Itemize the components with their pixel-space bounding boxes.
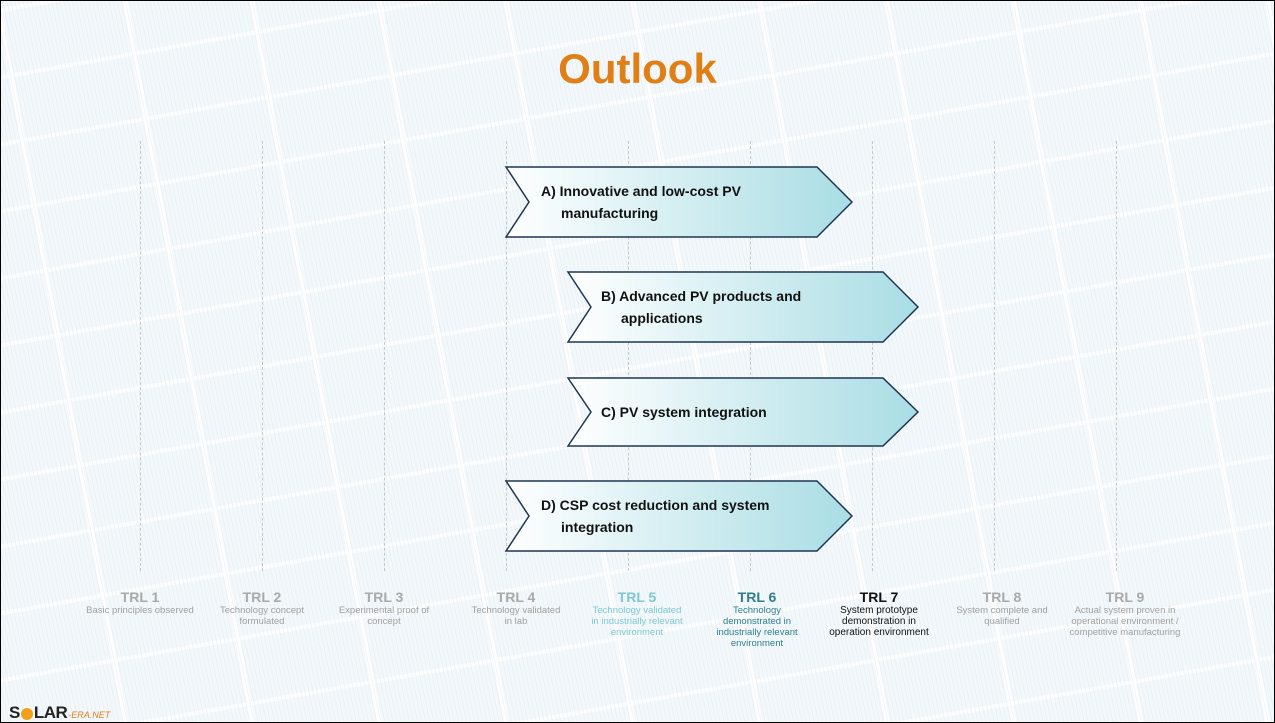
trl-6-desc-line: environment (730, 638, 784, 649)
trl-9-desc-line: competitive manufacturing (1069, 627, 1181, 638)
logo-suffix: -ERA.NET (68, 710, 111, 720)
trl-8-desc-line: System complete and (956, 605, 1048, 616)
arrow-b: B) Advanced PV products and applications (566, 271, 920, 343)
trl-1-desc-line: Basic principles observed (86, 605, 194, 616)
arrow-d-shape (504, 480, 854, 552)
trl-7-desc-line: demonstration in (842, 616, 916, 627)
trl-5: TRL 5 Technology validated in industrial… (572, 589, 702, 638)
trl-9: TRL 9 Actual system proven in operationa… (1060, 589, 1190, 638)
logo-text-lar: LAR (33, 703, 68, 722)
trl-9-desc-line: Actual system proven in (1074, 605, 1176, 616)
logo-text-s: S (9, 703, 20, 722)
trl-8-desc: System complete and qualified (937, 605, 1067, 627)
trl-6-desc-line: Technology (732, 605, 782, 616)
trl-7: TRL 7 System prototype demonstration in … (814, 589, 944, 638)
arrow-a-line1: A) Innovative and low-cost PV (541, 183, 741, 199)
trl-2: TRL 2 Technology concept formulated (197, 589, 327, 627)
trl-1: TRL 1 Basic principles observed (75, 589, 205, 616)
trl-6-desc-line: industrially relevant (716, 627, 798, 638)
gridline-trl-9 (1116, 141, 1117, 571)
trl-5-desc: Technology validated in industrially rel… (572, 605, 702, 638)
gridline-trl-1 (140, 141, 141, 571)
gridline-trl-2 (262, 141, 263, 571)
gridline-trl-6 (750, 141, 751, 571)
arrow-c-shape (566, 377, 920, 447)
arrow-d: D) CSP cost reduction and system integra… (504, 480, 854, 552)
trl-3-desc: Experimental proof of concept (319, 605, 449, 627)
arrow-c-label: C) PV system integration (601, 401, 767, 423)
arrow-b-line2: applications (621, 310, 703, 326)
arrow-a-label: A) Innovative and low-cost PV manufactur… (541, 180, 741, 224)
trl-6-desc: Technology demonstrated in industrially … (692, 605, 822, 649)
trl-5-desc-line: Technology validated (592, 605, 682, 616)
trl-1-desc: Basic principles observed (75, 605, 205, 616)
trl-2-desc-line: formulated (239, 616, 285, 627)
trl-2-desc: Technology concept formulated (197, 605, 327, 627)
trl-3-desc-line: concept (367, 616, 401, 627)
trl-3-name: TRL 3 (364, 589, 404, 605)
trl-7-desc-line: System prototype (840, 605, 918, 616)
trl-5-name: TRL 5 (617, 589, 657, 605)
trl-5-desc-line: in industrially relevant (591, 616, 683, 627)
trl-9-name: TRL 9 (1105, 589, 1145, 605)
arrow-c: C) PV system integration (566, 377, 920, 447)
arrow-d-line1: D) CSP cost reduction and system (541, 497, 770, 513)
gridline-trl-3 (384, 141, 385, 571)
trl-5-desc-line: environment (610, 627, 664, 638)
solar-era-net-logo: S LAR-ERA.NET (9, 701, 111, 722)
trl-4-name: TRL 4 (496, 589, 536, 605)
trl-1-name: TRL 1 (120, 589, 160, 605)
trl-7-desc: System prototype demonstration in operat… (814, 605, 944, 638)
arrow-a-shape (504, 166, 854, 238)
trl-6: TRL 6 Technology demonstrated in industr… (692, 589, 822, 649)
gridline-trl-8 (994, 141, 995, 571)
trl-9-desc: Actual system proven in operational envi… (1060, 605, 1190, 638)
gridline-trl-7 (872, 141, 873, 571)
sun-icon (20, 708, 33, 720)
trl-4-desc-line: in lab (504, 616, 528, 627)
trl-8-name: TRL 8 (982, 589, 1022, 605)
arrow-d-label: D) CSP cost reduction and system integra… (541, 494, 769, 538)
arrow-b-line1: B) Advanced PV products and (601, 288, 802, 304)
trl-6-desc-line: demonstrated in (722, 616, 792, 627)
arrow-b-shape (566, 271, 920, 343)
trl-2-name: TRL 2 (242, 589, 282, 605)
arrow-a: A) Innovative and low-cost PV manufactur… (504, 166, 854, 238)
arrow-b-label: B) Advanced PV products and applications (601, 285, 801, 329)
gridline-trl-4 (506, 141, 507, 571)
trl-7-desc-line: operation environment (829, 627, 929, 638)
trl-8: TRL 8 System complete and qualified (937, 589, 1067, 627)
trl-4: TRL 4 Technology validated in lab (451, 589, 581, 627)
arrow-d-line2: integration (561, 519, 634, 535)
trl-8-desc-line: qualified (984, 616, 1020, 627)
trl-3: TRL 3 Experimental proof of concept (319, 589, 449, 627)
trl-7-name: TRL 7 (859, 589, 899, 605)
gridline-trl-5 (628, 141, 629, 571)
trl-4-desc: Technology validated in lab (451, 605, 581, 627)
trl-9-desc-line: operational environment / (1071, 616, 1179, 627)
trl-2-desc-line: Technology concept (220, 605, 304, 616)
arrow-a-line2: manufacturing (561, 205, 659, 221)
trl-3-desc-line: Experimental proof of (338, 605, 430, 616)
arrow-c-line1: C) PV system integration (601, 404, 767, 420)
trl-6-name: TRL 6 (737, 589, 777, 605)
trl-4-desc-line: Technology validated (471, 605, 561, 616)
slide-title: Outlook (558, 45, 717, 92)
